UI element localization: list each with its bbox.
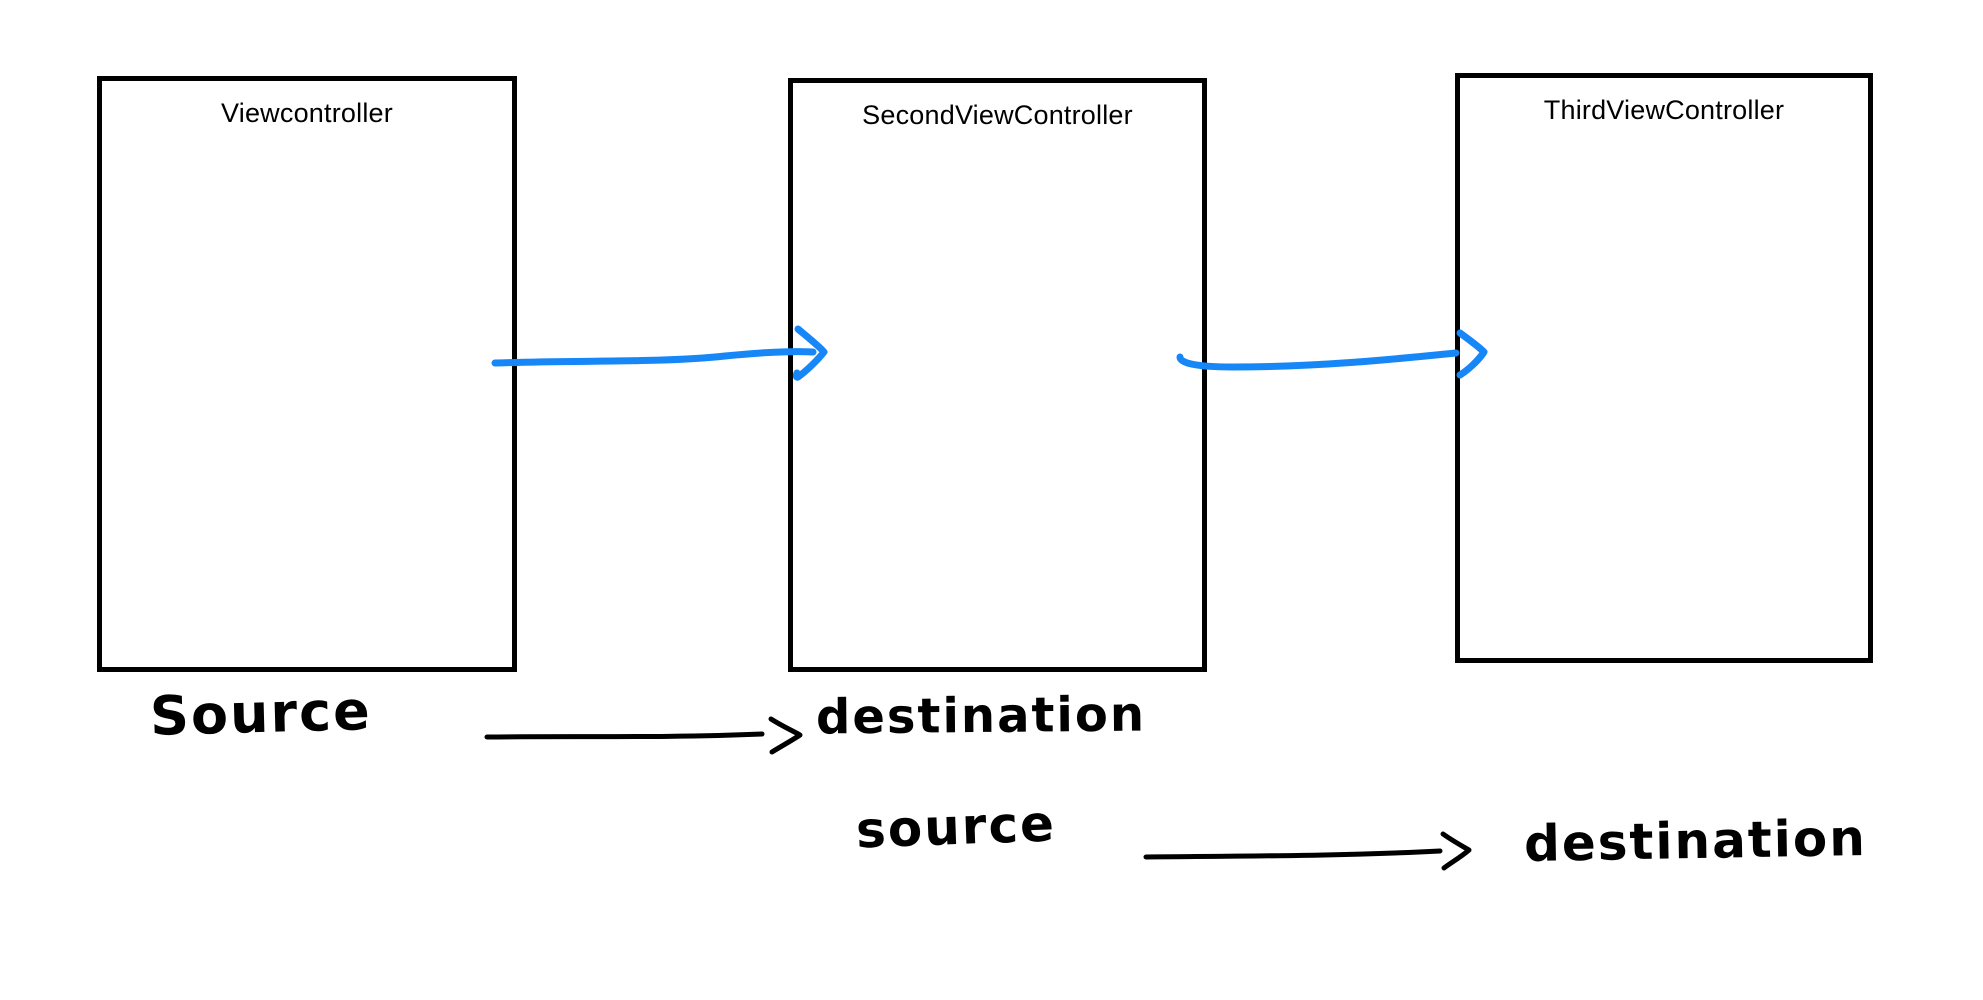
- third-viewcontroller-box-title: ThirdViewController: [1543, 95, 1785, 125]
- source-destination-arrow-1-shaft: [484, 731, 765, 740]
- viewcontroller-box-title: Viewcontroller: [221, 98, 393, 128]
- segue-arrow-1: [491, 325, 828, 381]
- source-destination-arrow-2-head: [1440, 831, 1472, 871]
- viewcontroller-box: Viewcontroller: [97, 76, 517, 672]
- destination-label-2: destination: [1523, 809, 1868, 873]
- second-viewcontroller-box: SecondViewController: [788, 78, 1207, 672]
- source-label-2: source: [855, 794, 1057, 860]
- segue-arrow-1-shaft: [491, 348, 817, 367]
- third-viewcontroller-box: ThirdViewController: [1455, 73, 1873, 663]
- source-destination-arrow-2-shaft: [1143, 848, 1443, 860]
- source-destination-arrow-1-head: [768, 716, 803, 755]
- source-label-1: Source: [149, 679, 373, 748]
- second-viewcontroller-box-title: SecondViewController: [862, 100, 1133, 130]
- source-destination-arrow-2: [1143, 831, 1472, 871]
- destination-label-1: destination: [815, 686, 1147, 746]
- segue-arrow-2: [1176, 329, 1488, 379]
- segue-arrow-2-shaft: [1176, 349, 1460, 371]
- source-destination-arrow-1: [484, 716, 803, 755]
